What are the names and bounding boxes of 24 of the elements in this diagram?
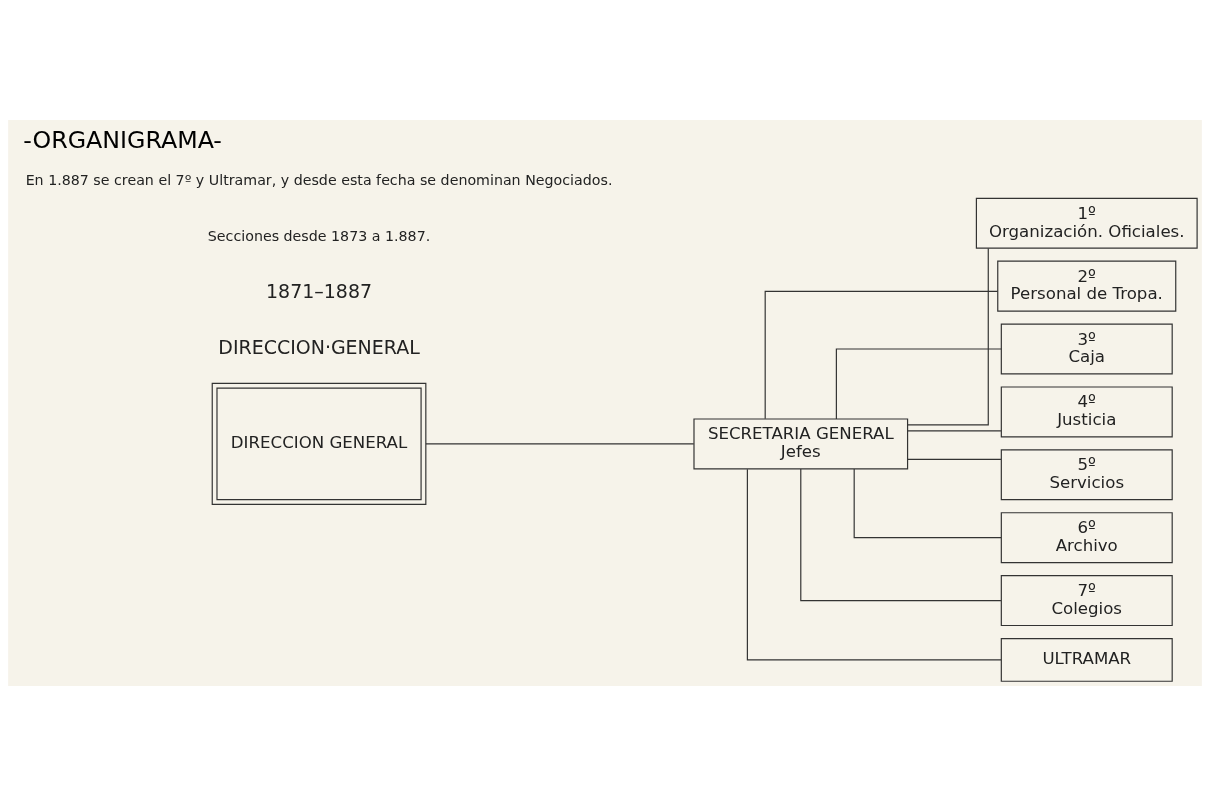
node-box: SECRETARIA GENERAL Jefes (693, 417, 909, 469)
node-box: 5º Servicios (1000, 448, 1173, 500)
connector (764, 290, 999, 419)
diagram-title: -ORGANIGRAMA- (23, 125, 222, 154)
node-box: 2º Personal de Tropa. (997, 260, 1177, 312)
connector (907, 458, 1002, 460)
connector (800, 468, 1002, 601)
label: DIRECCION·GENERAL (218, 335, 420, 358)
connector (907, 247, 989, 426)
connector (425, 442, 695, 445)
node-box: 6º Archivo (1000, 511, 1173, 563)
node-box: ULTRAMAR (1000, 637, 1173, 682)
label: 1871–1887 (266, 279, 373, 302)
connector (907, 429, 1002, 431)
node-box: 4º Justicia (1000, 385, 1173, 437)
node-box: 7º Colegios (1000, 574, 1173, 626)
node-box: 3º Caja (1000, 323, 1173, 375)
label: En 1.887 se crean el 7º y Ultramar, y desde esta fecha se denominan Negociados. (25, 171, 613, 188)
node-box: DIRECCION GENERAL (211, 382, 427, 505)
label: Secciones desde 1873 a 1.887. (207, 227, 431, 244)
connector (835, 347, 1002, 420)
connector (853, 467, 1002, 538)
node-box: 1º Organización. Oficiales. (975, 197, 1198, 249)
connector (746, 468, 1002, 660)
